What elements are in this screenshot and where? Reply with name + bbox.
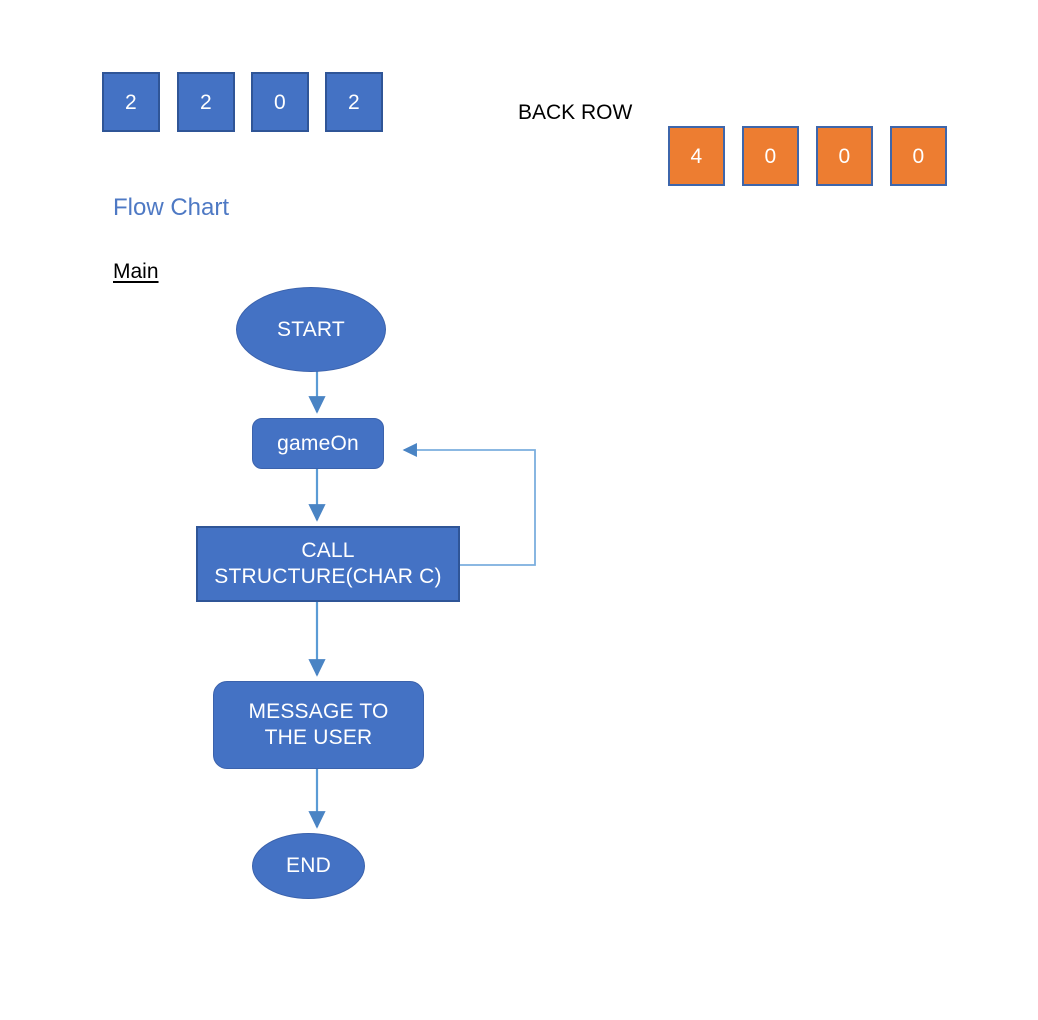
flowchart-node-message-label-line1: MESSAGE TO (248, 700, 389, 724)
back-row-cell-0[interactable]: 4 (668, 126, 725, 186)
flowchart-node-call-structure[interactable]: CALL STRUCTURE(CHAR C) (196, 526, 460, 602)
front-row-cell-0[interactable]: 2 (102, 72, 160, 132)
front-row-cell-2-value: 0 (274, 90, 286, 114)
front-row-cell-1[interactable]: 2 (177, 72, 235, 132)
flowchart-node-gameon-label: gameOn (277, 431, 359, 455)
flowchart-node-end[interactable]: END (252, 833, 365, 899)
front-row-cell-0-value: 2 (125, 90, 137, 114)
back-row-label: BACK ROW (518, 101, 633, 124)
back-row-cell-3[interactable]: 0 (890, 126, 947, 186)
back-row-cell-1-value: 0 (764, 144, 777, 168)
flowchart-node-start[interactable]: START (236, 287, 386, 372)
flowchart-node-message-label-line2: THE USER (264, 726, 373, 749)
front-row-cell-3[interactable]: 2 (325, 72, 383, 132)
flowchart-node-call-structure-label-line2: STRUCTURE(CHAR C) (214, 565, 442, 588)
page-title: Flow Chart (113, 194, 230, 221)
front-row-cell-3-value: 2 (348, 90, 360, 114)
flowchart-node-gameon[interactable]: gameOn (252, 418, 384, 469)
section-heading-main: Main (113, 260, 159, 283)
flowchart-node-end-label: END (286, 854, 331, 878)
flowchart-node-call-structure-label-line1: CALL (301, 539, 355, 563)
front-row-cell-2[interactable]: 0 (251, 72, 309, 132)
back-row-cell-2[interactable]: 0 (816, 126, 873, 186)
flowchart-node-start-label: START (277, 317, 345, 341)
front-row-cell-1-value: 2 (200, 90, 212, 114)
back-row-cell-3-value: 0 (912, 144, 925, 168)
back-row-cell-0-value: 4 (690, 144, 703, 168)
flowchart-node-message[interactable]: MESSAGE TO THE USER (213, 681, 424, 769)
back-row-cell-1[interactable]: 0 (742, 126, 799, 186)
back-row-cell-2-value: 0 (838, 144, 851, 168)
